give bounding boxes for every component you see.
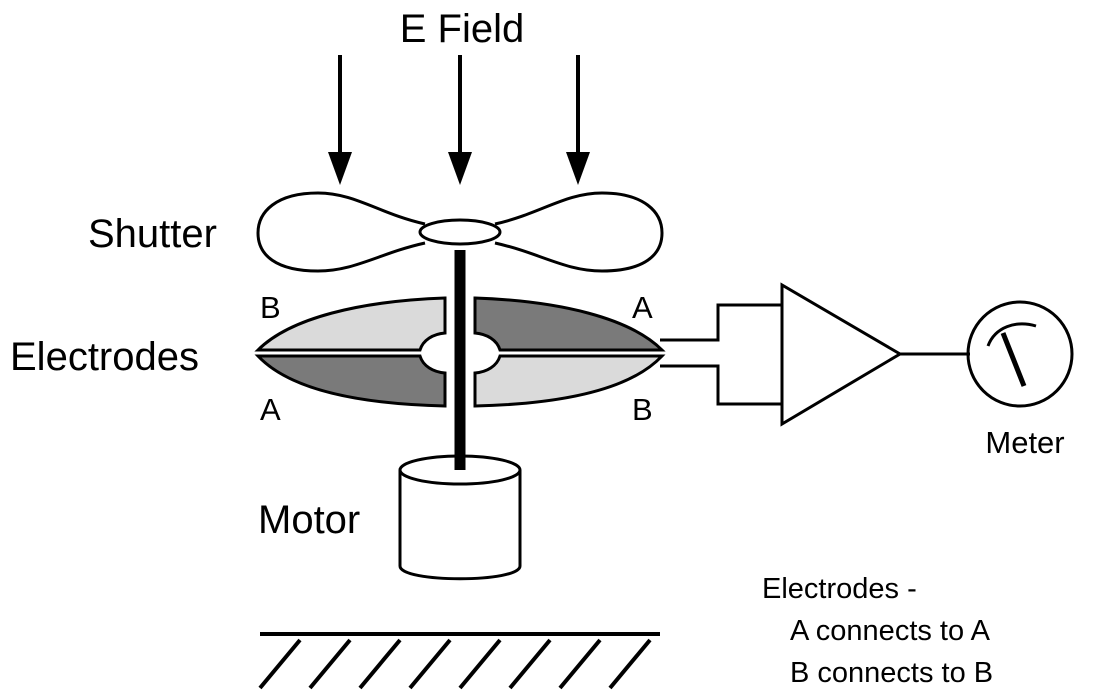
e-field-arrows [328,55,590,185]
meter [966,300,1074,408]
shutter-hub [418,218,502,246]
meter-scale-arc [986,322,1037,347]
electrode-label-bottom-left: A [260,392,281,427]
e-field-arrowhead-center [448,152,472,185]
e-field-arrowhead-right [566,152,590,185]
ground-hatch-line [608,638,652,690]
electrode-assembly [254,296,666,408]
electrode-bottom-left [254,354,447,408]
shutter-label: Shutter [88,212,217,256]
electrode-top-right [473,296,666,352]
e-field-arrowhead-left [328,152,352,185]
wire-b [660,364,782,406]
ground-hatch-line [458,638,502,690]
shutter [256,191,664,273]
ground-hatch-line [558,638,602,690]
electrode-label-top-right: A [632,290,653,325]
meter-label: Meter [985,425,1064,460]
ground-hatching [258,638,652,690]
motor [398,454,522,581]
signal-wires [660,303,782,406]
ground-hatch-line [258,638,302,690]
amplifier-triangle [780,282,903,427]
shutter-blade-left [256,191,426,273]
electrode-bottom-right [473,354,666,408]
legend-line-a: A connects to A [790,615,991,647]
electrode-top-left [254,296,447,352]
meter-needle [1000,332,1027,387]
ground-hatch-line [308,638,352,690]
ground-hatch-line [508,638,552,690]
motor-label: Motor [258,498,360,542]
e-field-label: E Field [400,7,525,51]
ground-hatch-line [408,638,452,690]
wire-a [660,303,782,342]
ground-hatch-line [358,638,402,690]
electrode-label-bottom-right: B [632,392,653,427]
electrodes-label: Electrodes [10,335,199,379]
electrode-label-top-left: B [260,290,281,325]
meter-dial [966,300,1074,408]
motor-body [398,470,522,581]
shutter-blade-right [494,191,664,273]
ground [258,632,660,690]
legend-title: Electrodes - [762,573,917,605]
legend-line-b: B connects to B [790,657,993,689]
